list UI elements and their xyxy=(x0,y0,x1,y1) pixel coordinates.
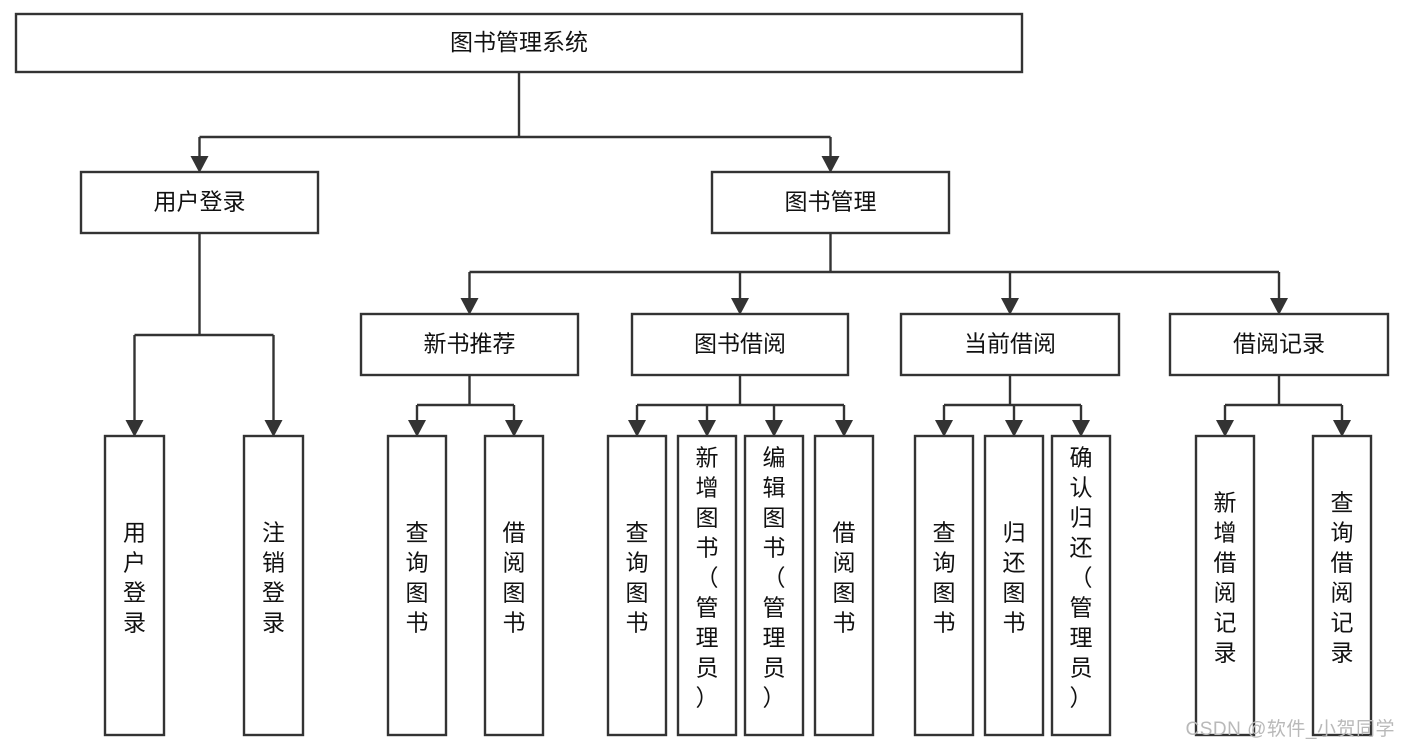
node-label: 借阅图书 xyxy=(503,520,526,636)
arrow-head xyxy=(935,420,953,437)
node-current-borrow[interactable]: 当前借阅 xyxy=(899,312,1121,377)
arrow-head xyxy=(408,420,426,437)
arrow-head xyxy=(765,420,783,437)
node-label: 借阅记录 xyxy=(1233,331,1325,357)
node-return-book[interactable]: 归还图书 xyxy=(983,434,1045,737)
node-label: 当前借阅 xyxy=(964,331,1056,357)
node-label: 借阅图书 xyxy=(833,520,856,636)
node-box xyxy=(386,434,448,737)
arrow-head xyxy=(1005,420,1023,437)
node-box xyxy=(630,312,850,377)
node-label: 注销登录 xyxy=(262,520,285,636)
arrow-head xyxy=(1001,298,1019,315)
node-borrow-book-1[interactable]: 借阅图书 xyxy=(483,434,545,737)
node-box xyxy=(1311,434,1373,737)
node-label: 新书推荐 xyxy=(424,331,516,357)
node-user-logout[interactable]: 注销登录 xyxy=(242,434,305,737)
node-box xyxy=(14,12,1024,74)
node-box xyxy=(1194,434,1256,737)
node-borrow-record[interactable]: 借阅记录 xyxy=(1168,312,1390,377)
node-box xyxy=(813,434,875,737)
node-label: 用户登录 xyxy=(154,189,246,215)
node-box xyxy=(79,170,320,235)
node-box xyxy=(359,312,580,377)
node-box xyxy=(899,312,1121,377)
node-box xyxy=(710,170,951,235)
node-user-login-do[interactable]: 用户登录 xyxy=(103,434,166,737)
node-box xyxy=(743,434,805,737)
node-user-login[interactable]: 用户登录 xyxy=(79,170,320,235)
node-add-book-admin[interactable]: 新增图书（管理员） xyxy=(676,434,738,737)
node-borrow-book-2[interactable]: 借阅图书 xyxy=(813,434,875,737)
node-query-book-2[interactable]: 查询图书 xyxy=(606,434,668,737)
arrow-head xyxy=(264,420,283,437)
node-box xyxy=(483,434,545,737)
node-label: 归还图书 xyxy=(1003,520,1026,636)
node-label: 查询图书 xyxy=(933,520,956,636)
arrow-head xyxy=(125,420,144,437)
arrow-head xyxy=(505,420,523,437)
arrow-head xyxy=(628,420,646,437)
node-book-manage[interactable]: 图书管理 xyxy=(710,170,951,235)
node-label: 编辑图书（管理员） xyxy=(763,445,786,711)
arrow-head xyxy=(190,156,209,173)
arrow-head xyxy=(698,420,716,437)
node-box xyxy=(606,434,668,737)
node-query-borrow-record[interactable]: 查询借阅记录 xyxy=(1311,434,1373,737)
connectors-layer xyxy=(125,72,1351,437)
node-root[interactable]: 图书管理系统 xyxy=(14,12,1024,74)
node-label: 查询借阅记录 xyxy=(1331,490,1354,666)
arrow-head xyxy=(1270,298,1288,315)
node-query-book-3[interactable]: 查询图书 xyxy=(913,434,975,737)
node-confirm-return-admin[interactable]: 确认归还（管理员） xyxy=(1050,434,1112,737)
node-label: 图书管理系统 xyxy=(450,29,588,55)
arrow-head xyxy=(1216,420,1234,437)
node-box xyxy=(1050,434,1112,737)
node-label: 确认归还（管理员） xyxy=(1070,445,1093,711)
arrow-head xyxy=(1072,420,1090,437)
node-new-book-recommend[interactable]: 新书推荐 xyxy=(359,312,580,377)
node-book-borrow[interactable]: 图书借阅 xyxy=(630,312,850,377)
node-label: 查询图书 xyxy=(406,520,429,636)
node-box xyxy=(913,434,975,737)
arrow-head xyxy=(1333,420,1351,437)
arrow-head xyxy=(835,420,853,437)
node-box xyxy=(676,434,738,737)
node-label: 用户登录 xyxy=(123,520,146,636)
nodes-layer: 图书管理系统用户登录用户登录注销登录图书管理新书推荐查询图书借阅图书图书借阅查询… xyxy=(14,12,1390,737)
node-label: 图书借阅 xyxy=(694,331,786,357)
arrow-head xyxy=(731,298,749,315)
node-label: 新增借阅记录 xyxy=(1214,490,1237,666)
node-query-book-1[interactable]: 查询图书 xyxy=(386,434,448,737)
node-edit-book-admin[interactable]: 编辑图书（管理员） xyxy=(743,434,805,737)
node-box xyxy=(103,434,166,737)
node-label: 新增图书（管理员） xyxy=(696,445,719,711)
arrow-head xyxy=(460,298,479,315)
node-box xyxy=(1168,312,1390,377)
node-add-borrow-record[interactable]: 新增借阅记录 xyxy=(1194,434,1256,737)
arrow-head xyxy=(821,156,840,173)
node-label: 查询图书 xyxy=(626,520,649,636)
node-box xyxy=(242,434,305,737)
node-box xyxy=(983,434,1045,737)
node-label: 图书管理 xyxy=(785,189,877,215)
